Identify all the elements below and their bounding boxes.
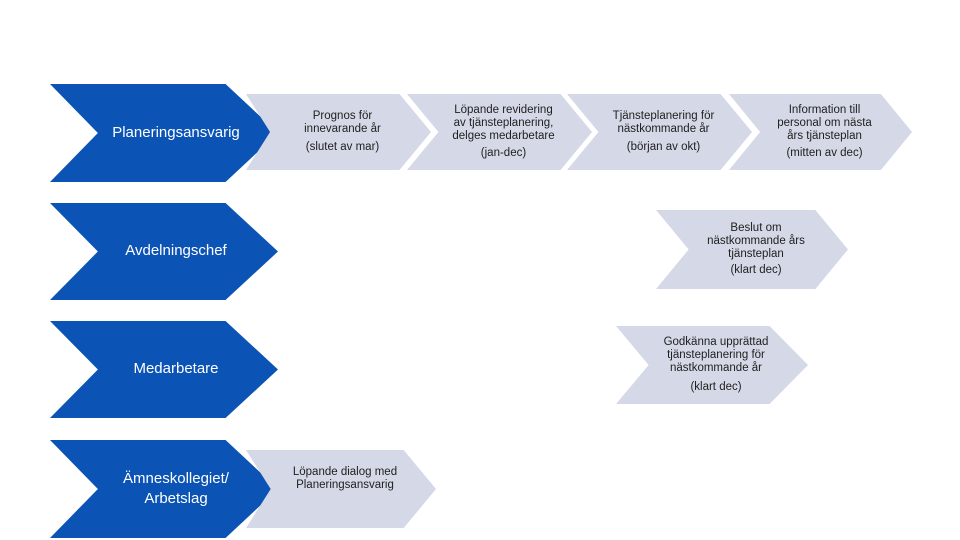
role-medarbetare: Medarbetare — [50, 321, 278, 418]
role-avdelningschef: Avdelningschef — [50, 203, 278, 300]
step-lopande-dialog: Löpande dialog med Planeringsansvarig — [246, 450, 436, 528]
role-label: Avdelningschef — [125, 242, 227, 260]
step-text: Godkänna upprättad tjänsteplanering för … — [663, 336, 769, 374]
step-timing: (jan-dec) — [480, 146, 527, 159]
step-timing: (slutet av mar) — [305, 141, 380, 154]
role-label-line2: Arbetslag — [144, 490, 208, 507]
role-label: Medarbetare — [133, 360, 219, 378]
step-timing: (klart dec) — [690, 380, 742, 393]
step-godkanna: Godkänna upprättad tjänsteplanering för … — [616, 326, 808, 404]
step-timing: (mitten av dec) — [786, 146, 863, 159]
role-label: Planeringsansvarig — [112, 123, 240, 141]
step-beslut: Beslut om nästkommande års tjänsteplan (… — [656, 210, 848, 289]
step-tjansteplanering: Tjänsteplanering för nästkommande år (bö… — [567, 94, 752, 170]
step-timing: (klart dec) — [730, 264, 782, 277]
role-label-line1: Ämneskollegiet/ — [123, 469, 229, 487]
step-prognos: Prognos för innevarande år (slutet av ma… — [246, 94, 431, 170]
step-text: Prognos för innevarande år — [304, 109, 381, 135]
step-text: Löpande dialog med Planeringsansvarig — [292, 466, 398, 491]
step-lopande-revidering: Löpande revidering av tjänsteplanering, … — [407, 94, 592, 170]
step-timing: (början av okt) — [626, 141, 701, 154]
step-text: Beslut om nästkommande års tjänsteplan — [707, 221, 805, 260]
step-information: Information till personal om nästa års t… — [729, 94, 912, 170]
step-text: Löpande revidering av tjänsteplanering, … — [452, 104, 555, 142]
step-text: Tjänsteplanering för nästkommande år — [612, 109, 715, 135]
step-text: Information till personal om nästa års t… — [777, 104, 872, 142]
role-amneskollegiet-arbetslag: Ämneskollegiet/ Arbetslag — [50, 440, 278, 538]
role-planeringsansvarig: Planeringsansvarig — [50, 84, 278, 182]
